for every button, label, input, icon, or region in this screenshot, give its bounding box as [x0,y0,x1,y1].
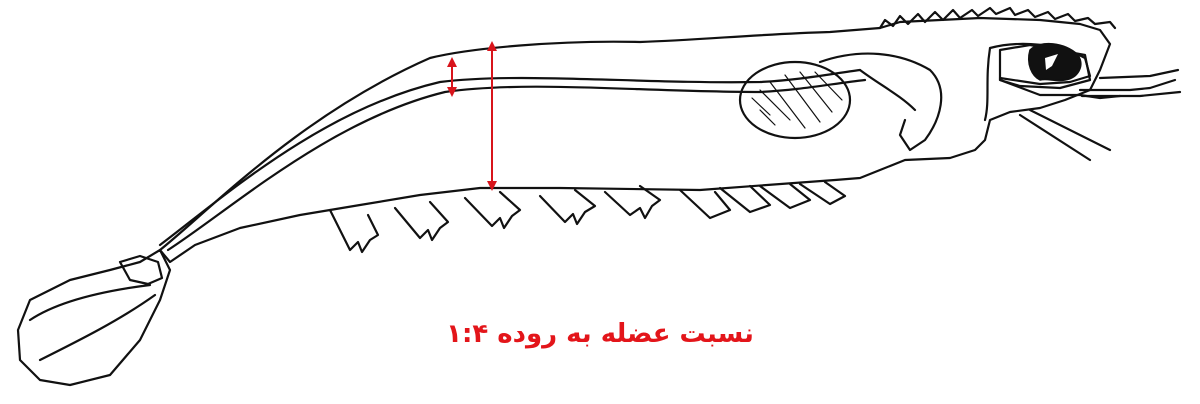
pleopod-2 [395,202,448,240]
stomach-outline [820,54,941,150]
pleopod-1 [330,210,378,252]
pleopod-5 [605,186,660,218]
pleopod-3 [465,192,520,228]
ratio-caption: نسبت عضله به روده ۱:۴ [0,314,1200,354]
hepatopancreas [740,62,850,138]
hepatopancreas-texture [752,72,842,128]
pleopod-4 [540,190,595,224]
walking-legs [680,182,845,218]
shrimp-eye-icon [1029,44,1081,81]
